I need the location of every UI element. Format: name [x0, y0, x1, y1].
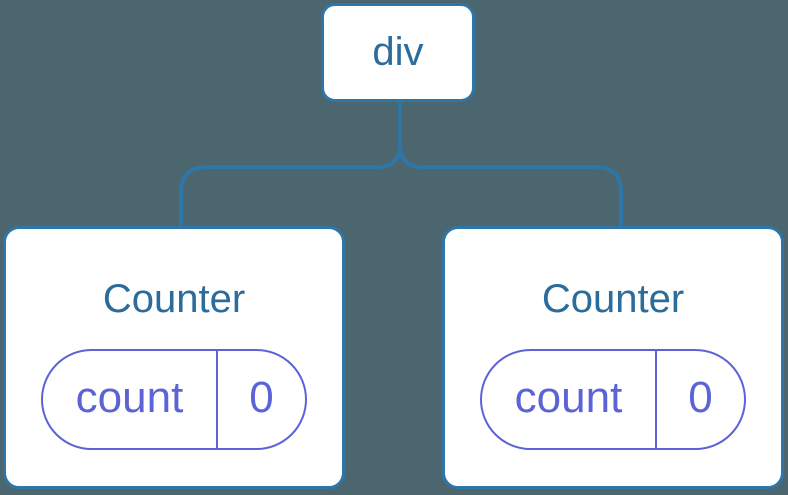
state-value: 0 — [688, 372, 713, 422]
state-value: 0 — [249, 372, 274, 422]
connector-path — [179, 101, 623, 227]
state-key: count — [514, 372, 623, 422]
state-key-section: count — [43, 351, 218, 448]
state-value-section: 0 — [218, 351, 305, 448]
state-value-section: 0 — [657, 351, 744, 448]
state-key: count — [75, 372, 184, 422]
root-node: div — [321, 3, 475, 102]
component-title: Counter — [102, 277, 246, 321]
component-title: Counter — [541, 277, 685, 321]
state-pill: count 0 — [480, 349, 746, 450]
root-node-label: div — [372, 29, 424, 74]
counter-card-right: Counter count 0 — [442, 226, 784, 489]
state-pill: count 0 — [41, 349, 307, 450]
counter-card-left: Counter count 0 — [3, 226, 345, 489]
state-key-section: count — [482, 351, 657, 448]
